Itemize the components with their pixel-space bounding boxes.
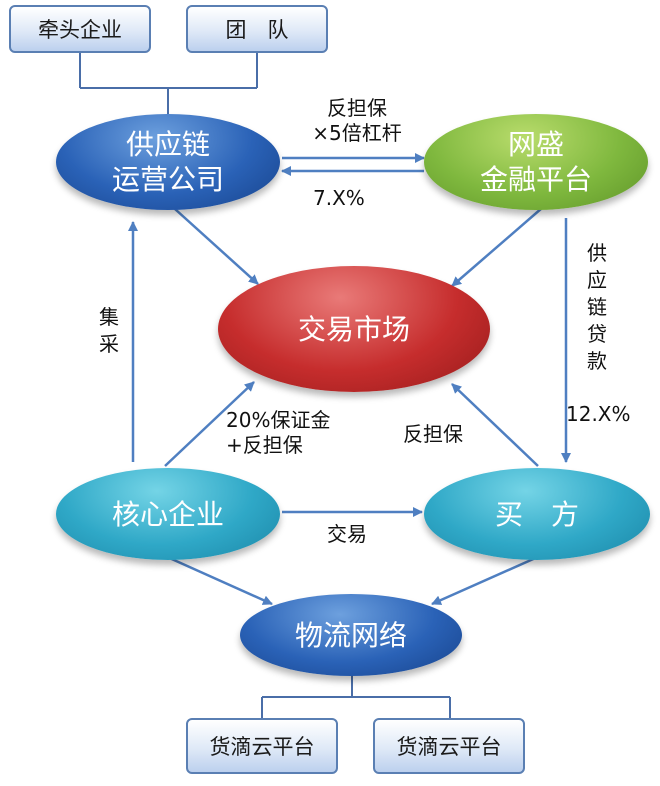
trading-market-node: 交易市场 — [218, 266, 490, 392]
margin-counter-guarantee-label: 20%保证金 +反担保 — [226, 408, 331, 457]
supply-chain-loan-label: 供应链贷款 — [587, 241, 607, 373]
lead-enterprise-box: 牵头企业 — [9, 5, 151, 53]
bottom-tree-connector — [261, 674, 451, 718]
arrow-supply-to-market — [164, 199, 259, 285]
huodi-cloud-platform-box-right: 货滴云平台 — [373, 718, 525, 774]
arrow-core-to-logistics — [164, 554, 273, 606]
rate-7-label: 7.X% — [313, 186, 365, 210]
wangsheng-finance-platform-node: 网盛 金融平台 — [424, 114, 648, 210]
counter-guarantee-leverage-label: 反担保 ×5倍杠杆 — [312, 96, 402, 145]
counter-guarantee-label: 反担保 — [403, 422, 463, 446]
supply-chain-company-node: 供应链 运营公司 — [56, 114, 280, 210]
team-box: 团 队 — [186, 5, 328, 53]
trade-label: 交易 — [327, 522, 367, 546]
arrow-wangsheng-to-market — [451, 207, 543, 287]
huodi-cloud-platform-box-left: 货滴云平台 — [186, 718, 338, 774]
arrow-core-to-market — [164, 381, 255, 467]
rate-12-label: 12.X% — [566, 402, 631, 426]
buyer-node: 买 方 — [424, 468, 650, 560]
logistics-network-node: 物流网络 — [240, 594, 462, 676]
arrow-buyer-to-market — [451, 383, 539, 467]
centralized-purchase-label: 集采 — [99, 305, 119, 356]
arrow-buyer-to-logistics — [431, 554, 541, 606]
core-enterprise-node: 核心企业 — [56, 468, 280, 560]
top-tree-connector — [79, 52, 258, 114]
